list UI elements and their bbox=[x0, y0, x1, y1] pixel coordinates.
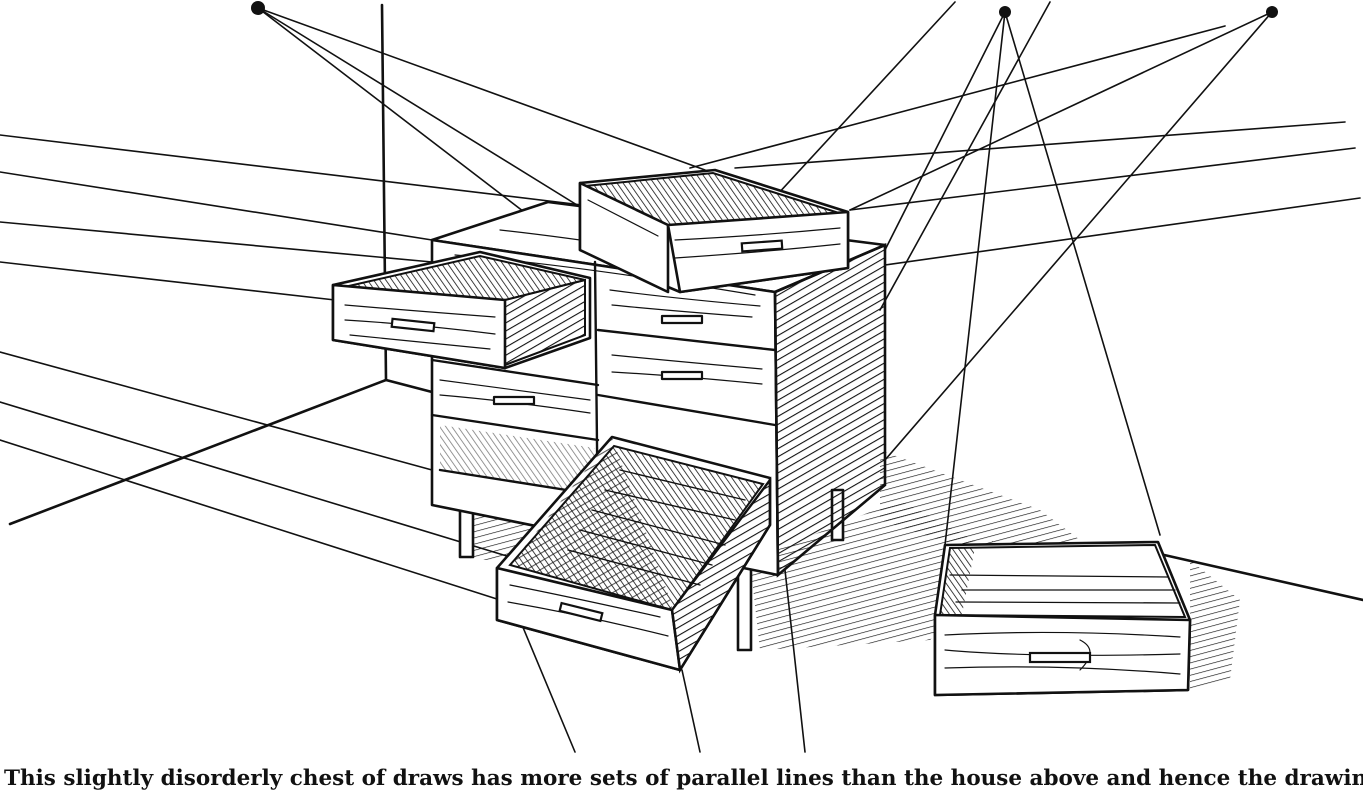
vanishing-point-right-2 bbox=[1266, 6, 1278, 18]
drawer-on-floor bbox=[933, 540, 1192, 697]
drawer-tilted bbox=[495, 435, 772, 674]
figure-caption: This slightly disorderly chest of draws … bbox=[4, 766, 1363, 791]
vanishing-point-left bbox=[251, 1, 265, 15]
vanishing-point-right-1 bbox=[999, 6, 1011, 18]
drawer-on-top bbox=[578, 168, 850, 294]
drawer-open-left bbox=[331, 250, 592, 370]
vanishing-points bbox=[251, 1, 1278, 18]
